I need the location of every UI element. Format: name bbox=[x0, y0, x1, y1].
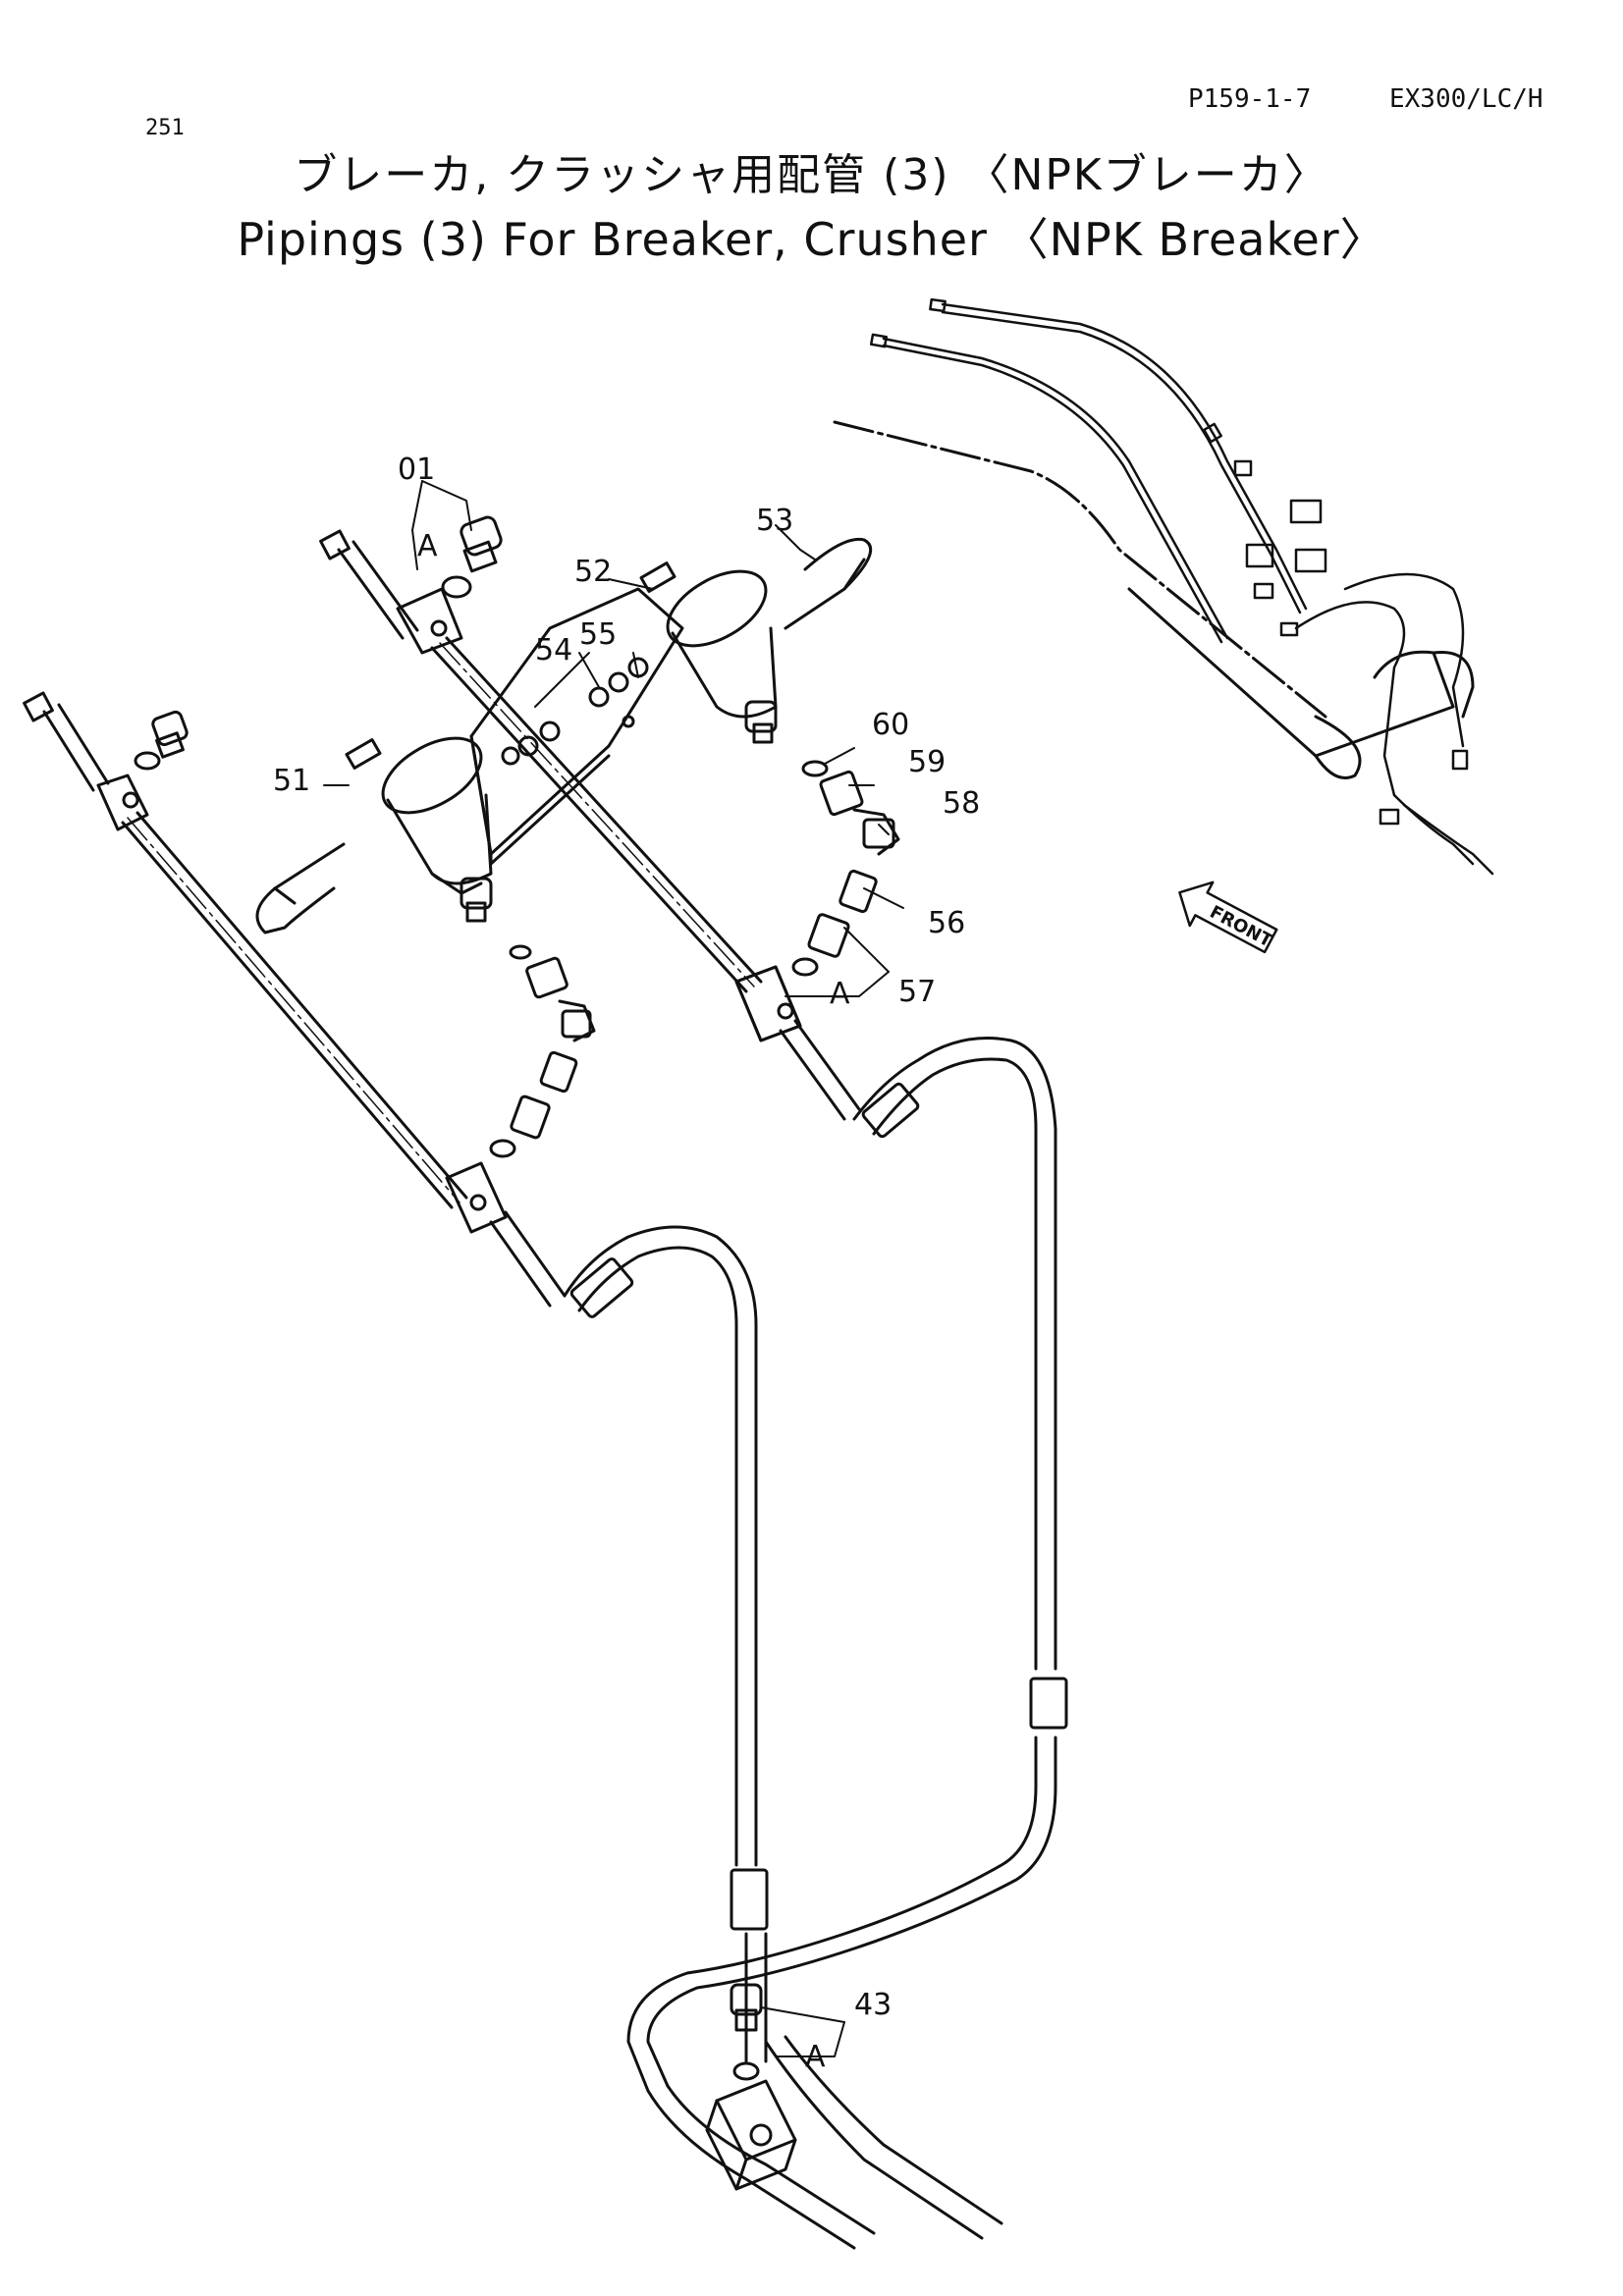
model-code: EX300/LC/H bbox=[1389, 84, 1543, 114]
block-57 bbox=[734, 965, 802, 1042]
block-top-center bbox=[430, 619, 448, 637]
pilot-hoses bbox=[869, 297, 1494, 876]
callout-52: 52 bbox=[574, 555, 612, 589]
block-top-left bbox=[122, 791, 139, 809]
accumulator-52 bbox=[639, 537, 873, 744]
fitting-chain-left bbox=[489, 944, 596, 1158]
front-arrow bbox=[1178, 881, 1278, 954]
plug-oring-01 bbox=[441, 515, 503, 599]
callout-51: 51 bbox=[273, 764, 310, 798]
callout-56: 56 bbox=[928, 906, 965, 940]
bottom-block bbox=[705, 1983, 797, 2191]
callout-58: 58 bbox=[943, 786, 980, 821]
callout-54: 54 bbox=[535, 633, 572, 667]
callout-55: 55 bbox=[579, 617, 617, 652]
callout-60: 60 bbox=[872, 708, 909, 742]
boom-outline bbox=[833, 420, 1475, 779]
callout-57: 57 bbox=[898, 975, 936, 1009]
accumulator-51 bbox=[255, 736, 493, 934]
callout-a-57: A bbox=[830, 977, 850, 1011]
plug-oring-left bbox=[134, 710, 189, 771]
title-english: Pipings (3) For Breaker, Crusher 〈NPK Br… bbox=[237, 213, 1386, 266]
block-left-mid bbox=[469, 1194, 487, 1211]
page-code: P159-1-7 bbox=[1188, 84, 1312, 114]
callout-a-43: A bbox=[805, 2040, 826, 2074]
callout-43: 43 bbox=[854, 1988, 892, 2022]
callout-01: 01 bbox=[398, 453, 435, 487]
fitting-chain-right bbox=[791, 760, 900, 977]
callout-a-01: A bbox=[417, 529, 438, 563]
callout-59: 59 bbox=[908, 745, 946, 779]
callout-53: 53 bbox=[756, 504, 793, 538]
main-hoses bbox=[563, 1037, 1068, 2250]
left-pipe-line bbox=[23, 691, 567, 1308]
title-japanese: ブレーカ, クラッシャ用配管 (3) 〈NPKブレーカ〉 bbox=[294, 150, 1329, 200]
page-number: 251 bbox=[145, 116, 185, 140]
leader-lines bbox=[323, 480, 904, 2057]
